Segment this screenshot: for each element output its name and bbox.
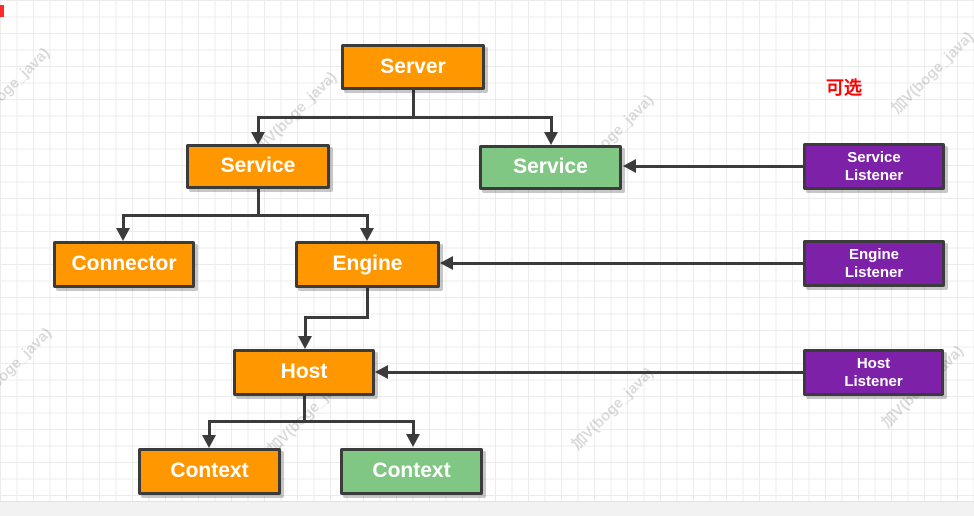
node-server: Server	[341, 44, 485, 90]
node-host-label: Host	[280, 360, 328, 384]
node-service-listener-line2: Listener	[844, 166, 904, 184]
watermark-text: 加V(boge_java)	[568, 364, 658, 454]
node-host-listener-line2: Listener	[844, 372, 903, 390]
arrowhead-context-main	[202, 435, 216, 448]
edge-to-service-main	[257, 116, 260, 134]
arrowhead-service-listener	[623, 159, 636, 173]
edge-host-down	[303, 396, 306, 422]
node-context-optional-label: Context	[372, 459, 451, 483]
red-edge-mark	[0, 5, 4, 17]
arrowhead-service-optional	[544, 132, 558, 145]
node-server-label: Server	[380, 54, 446, 78]
arrowhead-service-main	[251, 132, 265, 145]
arrowhead-engine	[360, 228, 374, 241]
node-engine-label: Engine	[332, 252, 403, 276]
node-engine-listener: Engine Listener	[803, 240, 945, 287]
edge-mid-branch	[122, 214, 369, 217]
node-service-main: Service	[186, 144, 330, 189]
node-context-optional: Context	[340, 448, 483, 495]
edge-engine-host-horizontal	[304, 316, 369, 319]
node-host: Host	[233, 349, 375, 396]
edge-top-branch	[257, 116, 553, 119]
edge-server-down	[412, 90, 415, 118]
node-engine: Engine	[295, 241, 440, 288]
node-connector-label: Connector	[71, 252, 177, 276]
edge-bottom-branch	[208, 420, 415, 423]
arrowhead-context-optional	[406, 434, 420, 447]
edge-to-connector	[122, 214, 125, 229]
node-service-listener: Service Listener	[803, 143, 945, 190]
arrowhead-engine-listener	[440, 256, 453, 270]
edge-to-engine	[366, 214, 369, 229]
node-host-listener: Host Listener	[803, 349, 944, 396]
node-service-listener-line1: Service	[847, 149, 901, 167]
node-context-main-label: Context	[170, 459, 249, 483]
node-engine-listener-line2: Listener	[844, 263, 904, 281]
bottom-band	[0, 501, 974, 516]
watermark-text: 加V(boge_java)	[0, 324, 56, 414]
watermark-text: 加V(boge_java)	[0, 44, 54, 134]
node-service-main-label: Service	[220, 154, 296, 178]
node-service-optional: Service	[479, 145, 622, 190]
edge-host-listener	[386, 371, 803, 374]
node-context-main: Context	[138, 448, 281, 495]
arrowhead-host-listener	[375, 365, 388, 379]
node-connector: Connector	[53, 241, 195, 288]
edge-engine-down	[366, 288, 369, 319]
edge-to-context-main	[208, 420, 211, 437]
optional-annotation: 可选	[826, 78, 862, 98]
edge-service-down	[257, 189, 260, 216]
watermark-text: 加V(boge_java)	[888, 28, 974, 118]
node-service-optional-label: Service	[513, 155, 588, 179]
edge-to-context-optional	[412, 420, 415, 436]
node-host-listener-line1: Host	[856, 355, 891, 373]
node-engine-listener-line1: Engine	[848, 246, 899, 264]
arrowhead-connector	[116, 228, 130, 241]
arrowhead-host	[298, 336, 312, 349]
edge-engine-listener	[451, 262, 803, 265]
edge-to-host	[304, 316, 307, 338]
edge-to-service-optional	[550, 116, 553, 133]
edge-service-listener	[634, 165, 803, 168]
